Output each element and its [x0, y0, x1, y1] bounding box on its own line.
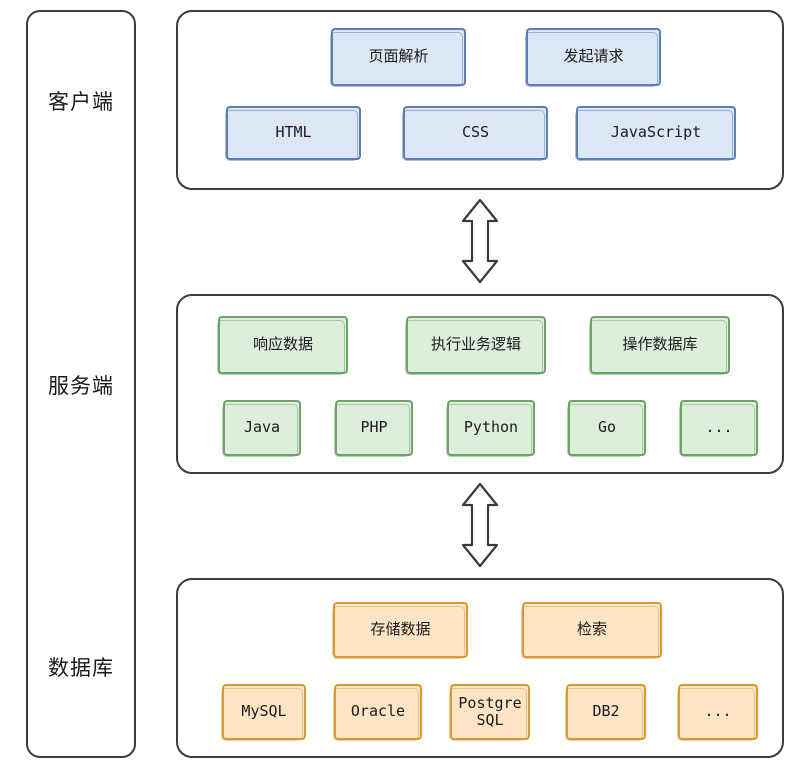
client-tier-container: 页面解析 发起请求 HTML CSS JavaScript [176, 10, 784, 190]
tier-label-client: 客户端 [48, 90, 114, 114]
server-card-php: PHP [334, 400, 413, 457]
db-card-db2: DB2 [565, 684, 646, 741]
connector-arrow-server-database [461, 482, 499, 568]
db-card-more: ... [677, 684, 758, 741]
client-card-page-parse: 页面解析 [330, 28, 466, 87]
client-card-send-request: 发起请求 [525, 28, 661, 87]
db-card-postgresql: Postgre SQL [449, 684, 530, 741]
server-card-python: Python [446, 400, 535, 457]
server-tier-container: 响应数据 执行业务逻辑 操作数据库 Java PHP Python Go ... [176, 294, 784, 474]
connector-arrow-client-server [461, 198, 499, 284]
db-card-store-data: 存储数据 [332, 602, 468, 659]
client-card-css: CSS [402, 106, 548, 161]
tier-label-database: 数据库 [48, 656, 114, 680]
database-tier-container: 存储数据 检索 MySQL Oracle Postgre SQL DB2 ... [176, 578, 784, 758]
server-card-more: ... [679, 400, 758, 457]
client-card-javascript: JavaScript [575, 106, 736, 161]
client-card-html: HTML [225, 106, 361, 161]
tier-label-server: 服务端 [48, 374, 114, 398]
tier-label-column [26, 10, 136, 758]
server-card-operate-database: 操作数据库 [589, 316, 730, 375]
server-card-response-data: 响应数据 [217, 316, 348, 375]
server-card-business-logic: 执行业务逻辑 [405, 316, 546, 375]
db-card-mysql: MySQL [221, 684, 306, 741]
server-card-go: Go [567, 400, 646, 457]
db-card-oracle: Oracle [333, 684, 422, 741]
db-card-retrieve: 检索 [521, 602, 662, 659]
server-card-java: Java [222, 400, 301, 457]
